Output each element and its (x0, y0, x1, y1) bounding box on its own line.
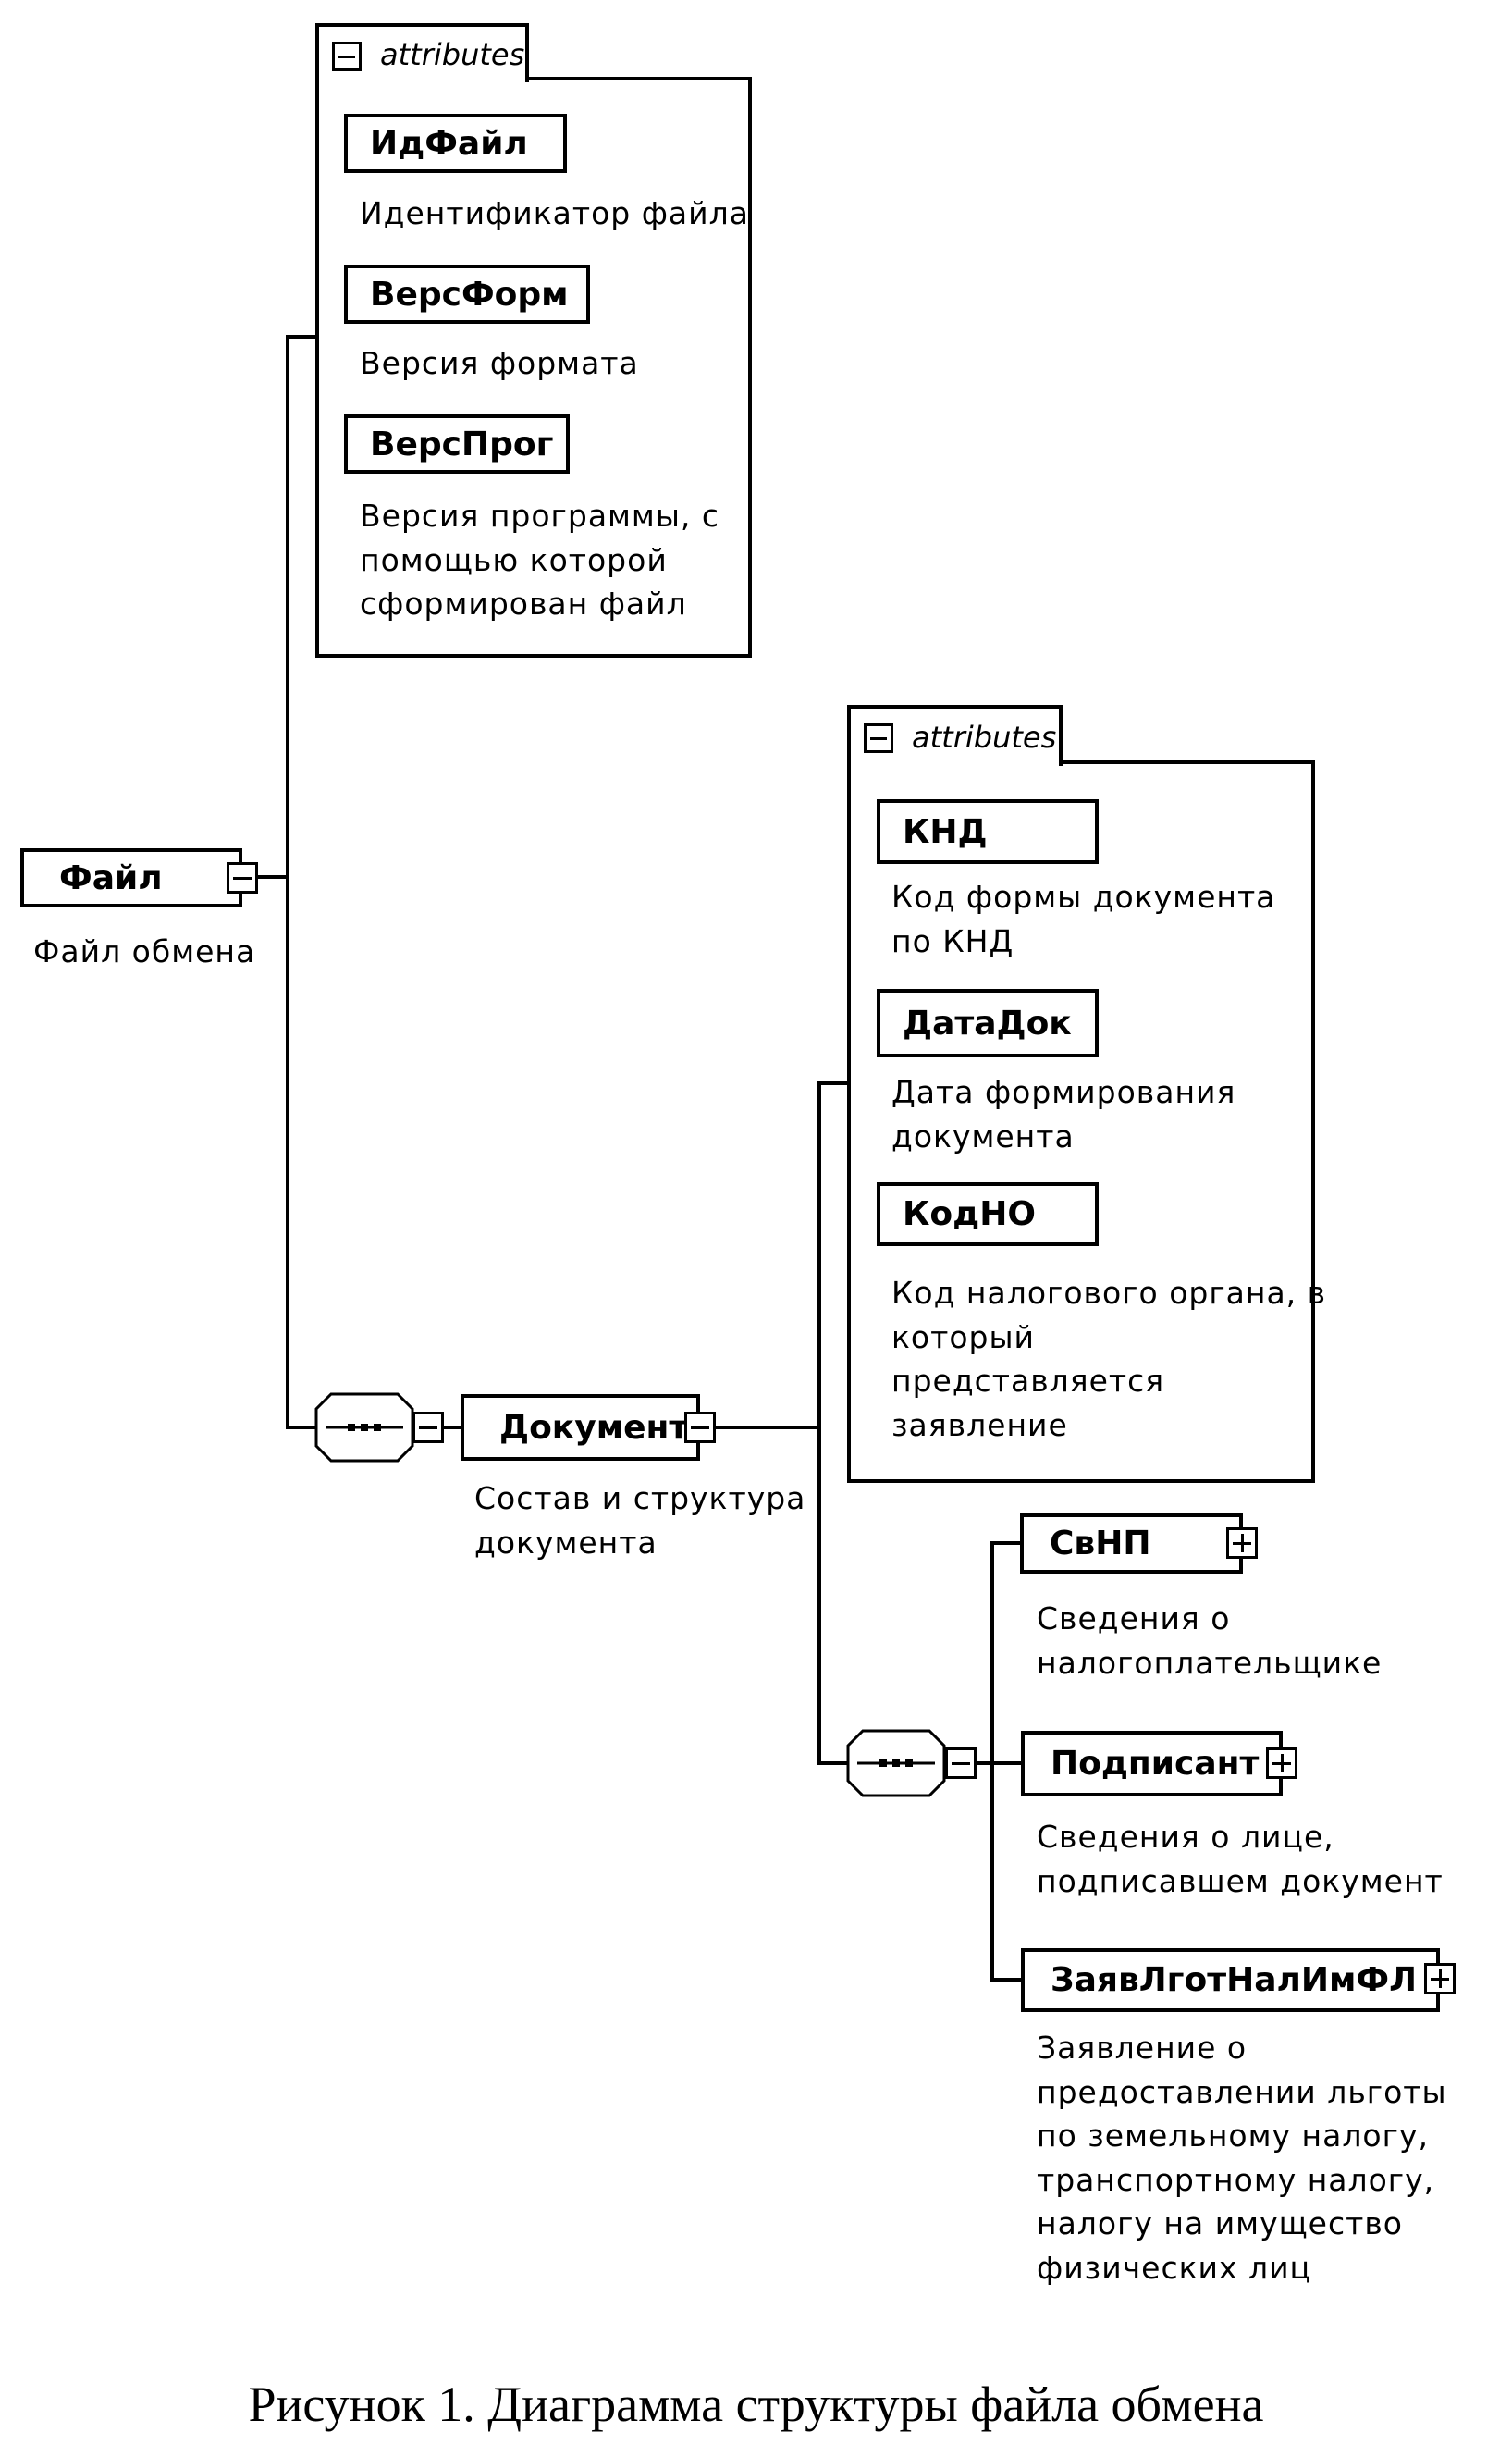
attributes-tab-document[interactable]: attributes (847, 705, 1063, 766)
expand-toggle-svnp[interactable] (1226, 1527, 1258, 1559)
minus-icon (870, 736, 887, 740)
attribute-versprog[interactable]: ВерсПрог (344, 414, 570, 474)
minus-icon (233, 876, 252, 880)
attribute-name: КодНО (903, 1195, 1036, 1233)
collapse-toggle-fail[interactable] (227, 862, 258, 894)
attribute-kodno[interactable]: КодНО (877, 1182, 1099, 1246)
attribute-name: ИдФайл (370, 124, 528, 163)
attribute-description: Версия формата (360, 345, 639, 381)
element-podpisant[interactable]: Подписант (1021, 1731, 1283, 1796)
element-name: СвНП (1050, 1525, 1151, 1562)
element-name: Подписант (1051, 1745, 1260, 1783)
attribute-name: ВерсФорм (370, 275, 569, 314)
trunk-document (817, 1081, 821, 1765)
collapse-toggle-dokument[interactable] (684, 1412, 716, 1443)
attribute-name: ДатаДок (903, 1004, 1072, 1043)
attribute-description: Код налогового органа, в который предста… (891, 1275, 1327, 1443)
minus-icon (338, 55, 355, 58)
attribute-name: КНД (903, 812, 988, 851)
element-description: Заявление о предоставлении льготы по зем… (1037, 2030, 1447, 2286)
element-dokument[interactable]: Документ (461, 1394, 700, 1461)
attribute-knd[interactable]: КНД (877, 799, 1099, 864)
element-name: ЗаявЛготНалИмФЛ (1051, 1961, 1418, 1999)
attributes-group-document (847, 760, 1315, 1483)
attribute-datadok[interactable]: ДатаДок (877, 989, 1099, 1057)
trunk-root (286, 335, 289, 1429)
attributes-tab-root[interactable]: attributes (315, 23, 529, 82)
figure-caption: Рисунок 1. Диаграмма структуры файла обм… (248, 2377, 1264, 2432)
attributes-tab-label: attributes (380, 37, 525, 72)
minus-icon (691, 1426, 709, 1429)
element-description: Сведения о налогоплательщике (1037, 1600, 1383, 1681)
element-zayavlgotnalimfl[interactable]: ЗаявЛготНалИмФЛ (1021, 1948, 1440, 2012)
element-name: Файл (59, 858, 163, 897)
attribute-idfail[interactable]: ИдФайл (344, 114, 567, 173)
element-fail[interactable]: Файл (20, 848, 242, 907)
collapse-toggle-attributes[interactable] (332, 42, 362, 71)
attribute-versform[interactable]: ВерсФорм (344, 265, 590, 324)
minus-icon (952, 1761, 970, 1765)
sequence-compositor-root (314, 1392, 414, 1463)
connector-sequence-children (974, 1761, 1023, 1765)
sequence-compositor-document (846, 1729, 946, 1797)
element-description: Файл обмена (33, 933, 256, 969)
expand-toggle-zayavlgotnalimfl[interactable] (1424, 1963, 1456, 1994)
attribute-description: Код формы документа по КНД (891, 879, 1276, 959)
attribute-description: Идентификатор файла (360, 195, 749, 231)
expand-toggle-podpisant[interactable] (1266, 1747, 1297, 1779)
collapse-toggle-sequence[interactable] (945, 1747, 977, 1779)
connector-document-attributes (817, 1081, 849, 1085)
connector-document-sequence (817, 1761, 849, 1765)
connector-document (712, 1426, 821, 1429)
collapse-toggle-attributes[interactable] (864, 723, 893, 753)
element-svnp[interactable]: СвНП (1020, 1513, 1243, 1574)
connector-child-zayav (990, 1978, 1022, 1982)
connector-root (256, 875, 289, 879)
element-description: Сведения о лице, подписавшем документ (1037, 1819, 1444, 1899)
collapse-toggle-sequence[interactable] (412, 1412, 444, 1443)
connector-child-svnp (990, 1541, 1022, 1545)
attribute-description: Дата формирования документа (891, 1074, 1236, 1154)
element-description: Состав и структура документа (474, 1480, 806, 1561)
attribute-name: ВерсПрог (370, 425, 554, 463)
connector-root-sequence (286, 1426, 316, 1429)
attribute-description: Версия программы, с помощью которой сфор… (360, 498, 720, 622)
attributes-group-root (315, 77, 752, 658)
attributes-tab-label: attributes (912, 720, 1057, 755)
minus-icon (419, 1426, 437, 1429)
connector-root-attributes (286, 335, 317, 339)
trunk-children (990, 1541, 994, 1982)
connector-sequence-document (442, 1426, 462, 1429)
element-name: Документ (499, 1408, 689, 1447)
